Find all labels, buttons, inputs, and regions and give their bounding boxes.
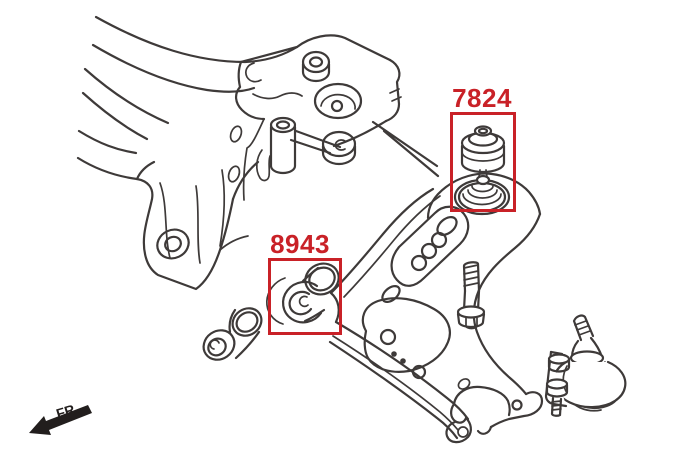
fr-label: FR. [54,400,80,422]
callout-label-8943: 8943 [270,229,330,259]
callout-box-8943 [268,258,342,335]
fr-arrow-icon [29,405,92,435]
callout-box-7824 [450,112,516,212]
callout-label-7824: 7824 [452,83,512,113]
front-bushing-8943 [265,262,340,325]
lower-control-arm [328,172,544,444]
fr-direction-arrow: FR. [29,400,92,435]
arm-pivot-bushing-7824 [453,125,511,216]
subframe-crossmember [76,15,440,291]
spare-bushing [202,307,263,361]
ball-joint [544,314,627,417]
flange-bolt [456,261,486,330]
